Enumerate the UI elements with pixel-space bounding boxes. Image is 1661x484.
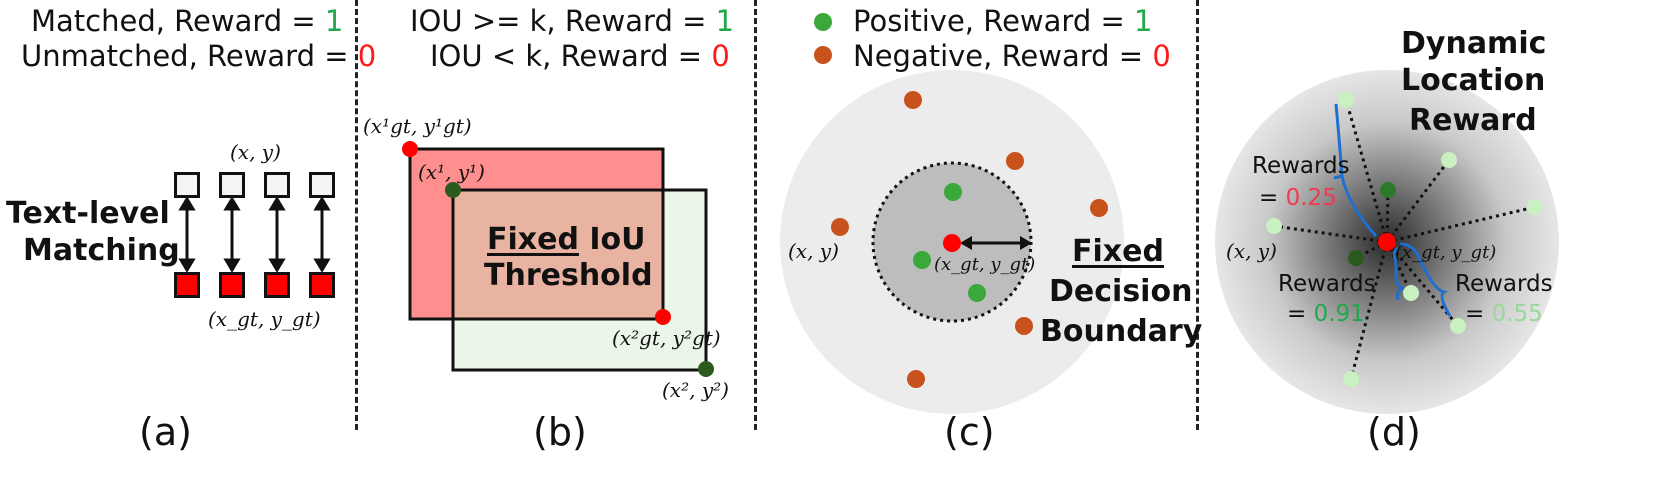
gt1-point — [402, 141, 418, 157]
matching-arrows — [178, 196, 331, 273]
overlap-region — [453, 190, 663, 319]
pred-square — [219, 172, 245, 198]
p1-label: (x¹, y¹) — [418, 160, 485, 184]
p2-point — [698, 361, 714, 377]
legend-positive-dot — [814, 13, 832, 31]
gt-square — [174, 272, 200, 298]
panel-c-caption: (c) — [944, 410, 995, 454]
pred-square — [174, 172, 200, 198]
dynamic-title-2: Location — [1401, 63, 1546, 98]
iou-title-2: Threshold — [484, 258, 653, 293]
gt-square — [219, 272, 245, 298]
reward-025-label: Rewards — [1252, 153, 1350, 179]
reward-055-label: Rewards — [1455, 271, 1553, 297]
panel-a-header-1: Matched, Reward = 1 — [31, 4, 344, 38]
gt-center-d — [1378, 233, 1396, 251]
pred-square — [309, 172, 335, 198]
dynamic-title-3: Reward — [1409, 103, 1537, 138]
gt2-label: (x²gt, y²gt) — [612, 326, 721, 350]
panel-d-caption: (d) — [1367, 410, 1421, 454]
brace-091 — [1392, 246, 1405, 301]
far-points — [1266, 92, 1543, 387]
p1-point — [445, 182, 461, 198]
panel-d-point-label: (x, y) — [1226, 239, 1277, 263]
panel-a-title-2: Matching — [23, 233, 180, 268]
reward-055-value: = 0.55 — [1465, 301, 1543, 327]
gt2-point — [655, 309, 671, 325]
panel-a-point-label: (x, y) — [230, 140, 281, 164]
gt-square — [309, 272, 335, 298]
panel-b-caption: (b) — [533, 410, 587, 454]
panel-c-gt-label: (x_gt, y_gt) — [934, 254, 1036, 275]
negative-points — [831, 91, 1108, 388]
boundary-title-1: Fixed — [1072, 234, 1164, 269]
panel-c-point-label: (x, y) — [788, 239, 839, 263]
boundary-title-2: Decision — [1049, 274, 1193, 309]
panel-d-gt-label: (x_gt, y_gt) — [1395, 242, 1497, 263]
legend-negative: Negative, Reward = 0 — [853, 39, 1171, 73]
positive-points — [913, 183, 986, 302]
reward-091-value: = 0.91 — [1287, 301, 1365, 327]
pred-square — [264, 172, 290, 198]
gt-center-c — [943, 234, 961, 252]
panel-b-header-1: IOU >= k, Reward = 1 — [410, 4, 735, 38]
p2-label: (x², y²) — [662, 378, 729, 402]
gt1-label: (x¹gt, y¹gt) — [363, 114, 472, 138]
panel-a-gt-label: (x_gt, y_gt) — [208, 307, 321, 331]
boundary-title-3: Boundary — [1040, 314, 1203, 349]
brace-025 — [1333, 103, 1378, 238]
panel-b-header-2: IOU < k, Reward = 0 — [430, 39, 730, 73]
dynamic-title-1: Dynamic — [1401, 26, 1547, 61]
reward-025-value: = 0.25 — [1259, 185, 1337, 211]
reward-091-label: Rewards — [1278, 271, 1376, 297]
iou-title-1: Fixed IoU — [487, 222, 646, 257]
panel-a-caption: (a) — [139, 410, 192, 454]
panel-a-header-2: Unmatched, Reward = 0 — [21, 39, 377, 73]
gt-square — [264, 272, 290, 298]
divider-a-b — [355, 0, 358, 430]
near-point — [1348, 250, 1364, 266]
brace-055 — [1399, 242, 1452, 317]
legend-negative-dot — [814, 46, 832, 64]
divider-c-d — [1196, 0, 1199, 430]
panel-a-title-1: Text-level — [6, 196, 170, 231]
divider-b-c — [754, 0, 757, 430]
legend-positive: Positive, Reward = 1 — [853, 4, 1153, 38]
